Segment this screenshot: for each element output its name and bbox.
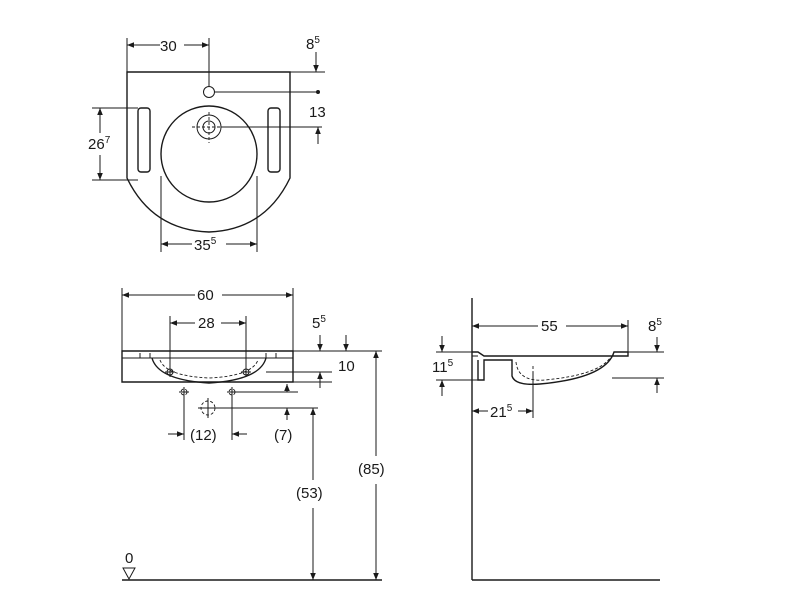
dim-30-label: 30 [160,38,177,55]
dim-8-5-label: 85 [306,35,320,53]
waste-outlet-mark [198,398,218,418]
dim-55-label: 55 [541,318,558,335]
dim-5-5-label: 55 [312,314,326,332]
dim-10-label: 10 [338,358,355,375]
drain-left-mark [179,387,189,397]
dim-21-5-label: 215 [490,403,513,421]
floor-label: 0 [125,550,133,567]
basin-side-profile [472,351,629,386]
dim-60-label: 60 [197,287,214,304]
side-view: 55 85 115 215 [432,298,664,581]
dim-side-8-5-label: 85 [648,317,662,335]
basin-top-outline [126,71,291,233]
front-view: 60 28 55 10 (12) (7) (53) [121,287,385,581]
tap-hole [203,86,215,98]
dim-12-label: (12) [190,427,217,444]
dim-13-label: 13 [309,104,326,121]
left-grab-handle [137,107,151,173]
right-grab-handle [267,107,281,173]
dim-11-5-label: 115 [432,358,454,376]
dim-53-label: (53) [296,485,323,502]
dim-26-7-label: 267 [88,135,111,153]
front-rim [121,350,294,383]
dim-85-label: (85) [358,461,385,478]
dim-35-5-label: 355 [194,236,217,254]
bowl-circle [160,105,258,203]
dim-7-label: (7) [274,427,292,444]
floor-datum-icon [122,567,136,581]
top-view: 30 85 13 267 355 [88,35,326,254]
dim-28-label: 28 [198,315,215,332]
front-bowl [151,357,267,384]
